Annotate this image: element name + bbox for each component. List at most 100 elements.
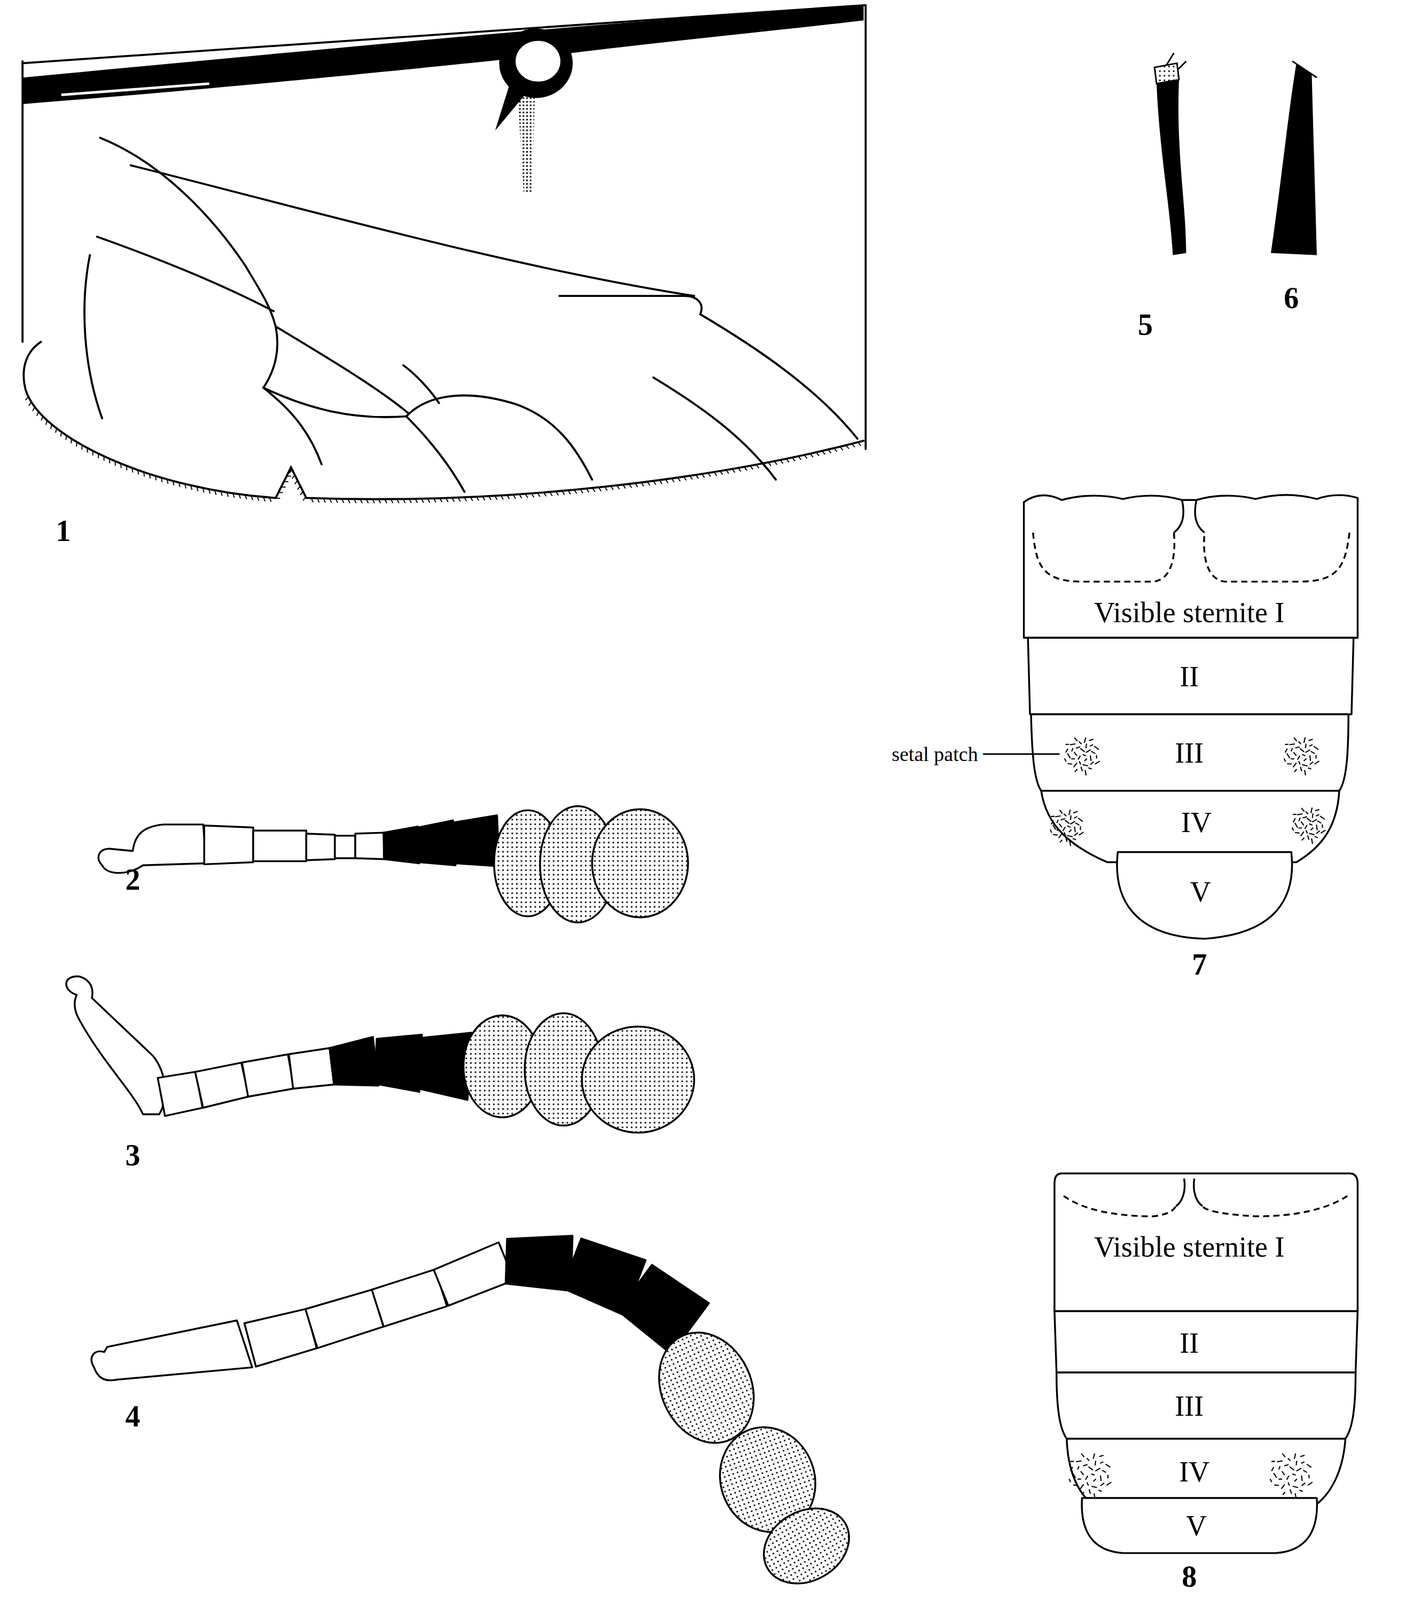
- sternite-region: Visible sternite I: [1089, 1230, 1290, 1264]
- wing-vein: [653, 377, 776, 480]
- seta: [1095, 1468, 1100, 1472]
- sternite-outline: [1024, 495, 1358, 639]
- wing-vein: [97, 236, 275, 311]
- seta: [1084, 737, 1086, 744]
- seta: [1304, 825, 1307, 830]
- fringe-hair: [828, 449, 831, 454]
- black-triangle: [1270, 63, 1317, 255]
- seta: [1074, 737, 1078, 742]
- seta: [1298, 742, 1302, 745]
- seta: [1306, 830, 1308, 834]
- fringe-hair: [347, 498, 350, 504]
- sternite-outline: [1081, 1498, 1317, 1554]
- seta: [1300, 821, 1304, 826]
- fringe-hair: [203, 488, 205, 493]
- seta: [1074, 769, 1078, 772]
- seta: [1073, 1485, 1079, 1487]
- seta: [1271, 1461, 1276, 1463]
- seta: [1300, 831, 1305, 837]
- seta: [1305, 750, 1310, 753]
- fringe-hair: [762, 463, 765, 468]
- seta: [1273, 1473, 1277, 1479]
- fringe-hair: [378, 499, 381, 504]
- fringe-hair: [403, 498, 406, 504]
- sternite-label: V: [1185, 1511, 1207, 1541]
- fringe-hair: [810, 453, 814, 458]
- fringe-hair: [458, 497, 461, 502]
- seta: [1058, 833, 1063, 839]
- fringe-hair: [857, 442, 862, 446]
- seta: [1311, 838, 1313, 845]
- antenna-segment: [355, 832, 385, 860]
- fringe-hair: [196, 486, 198, 491]
- seta: [1098, 1490, 1102, 1492]
- fringe-hair: [114, 461, 116, 467]
- seta: [1293, 762, 1297, 768]
- fringe-hair: [317, 498, 320, 503]
- seta: [1294, 769, 1298, 772]
- fringe-hair: [409, 498, 412, 504]
- wing-fringe: [25, 396, 862, 504]
- seta: [1094, 746, 1099, 750]
- fringe-hair: [300, 491, 303, 496]
- fringe-hair: [816, 452, 819, 457]
- fringe-hair: [311, 498, 314, 503]
- seta: [1320, 830, 1326, 834]
- fringe-hair: [786, 458, 790, 463]
- fringe-hair: [525, 494, 528, 498]
- fringe-hair: [833, 448, 837, 452]
- fringe-hair: [97, 453, 99, 459]
- seta: [1100, 1483, 1105, 1487]
- fringe-hair: [55, 428, 57, 433]
- seta: [1304, 758, 1307, 762]
- seta: [1290, 758, 1295, 760]
- seta: [1085, 1476, 1088, 1480]
- sternite-outline: [1031, 714, 1349, 792]
- seta: [1301, 1483, 1306, 1487]
- seta: [1064, 820, 1069, 824]
- seta: [1073, 812, 1078, 814]
- fringe-hair: [822, 450, 825, 455]
- seta: [1286, 763, 1292, 765]
- antenna-club: [581, 1026, 694, 1134]
- seta: [1089, 744, 1093, 747]
- seta: [1056, 820, 1058, 824]
- wing-vein: [263, 387, 322, 465]
- fringe-hair: [178, 482, 181, 487]
- fringe-hair: [610, 486, 614, 490]
- seta: [1093, 1479, 1097, 1482]
- seta: [1294, 1479, 1298, 1482]
- antenna-club: [750, 1493, 863, 1599]
- seta: [1067, 753, 1071, 759]
- seta: [1292, 1474, 1296, 1477]
- seta: [1291, 748, 1293, 752]
- seta: [1074, 752, 1077, 756]
- seta: [1292, 814, 1297, 816]
- fringe-hair: [269, 497, 271, 503]
- fringe-hair: [87, 448, 89, 454]
- fringe-hair: [289, 469, 293, 474]
- fringe-hair: [513, 494, 516, 499]
- seta: [1099, 1462, 1104, 1464]
- fringe-hair: [701, 473, 705, 478]
- figure-number: 4: [125, 1401, 140, 1432]
- fringe-hair: [41, 416, 43, 421]
- fringe-hair: [725, 470, 729, 474]
- figure-number: 2: [125, 864, 140, 895]
- seta: [1077, 1479, 1082, 1481]
- fringe-hair: [774, 461, 777, 465]
- seta: [1072, 838, 1076, 840]
- seta: [1284, 744, 1289, 746]
- setal-patches: [1050, 737, 1326, 1500]
- seta: [1309, 744, 1313, 747]
- fringe-hair: [531, 493, 534, 498]
- fringe-hair: [335, 498, 338, 504]
- seta: [1281, 1484, 1285, 1489]
- seta: [1084, 758, 1088, 762]
- seta: [1282, 1454, 1286, 1458]
- seta: [1081, 1492, 1085, 1496]
- seta: [1094, 1493, 1096, 1499]
- seta: [1100, 1476, 1102, 1482]
